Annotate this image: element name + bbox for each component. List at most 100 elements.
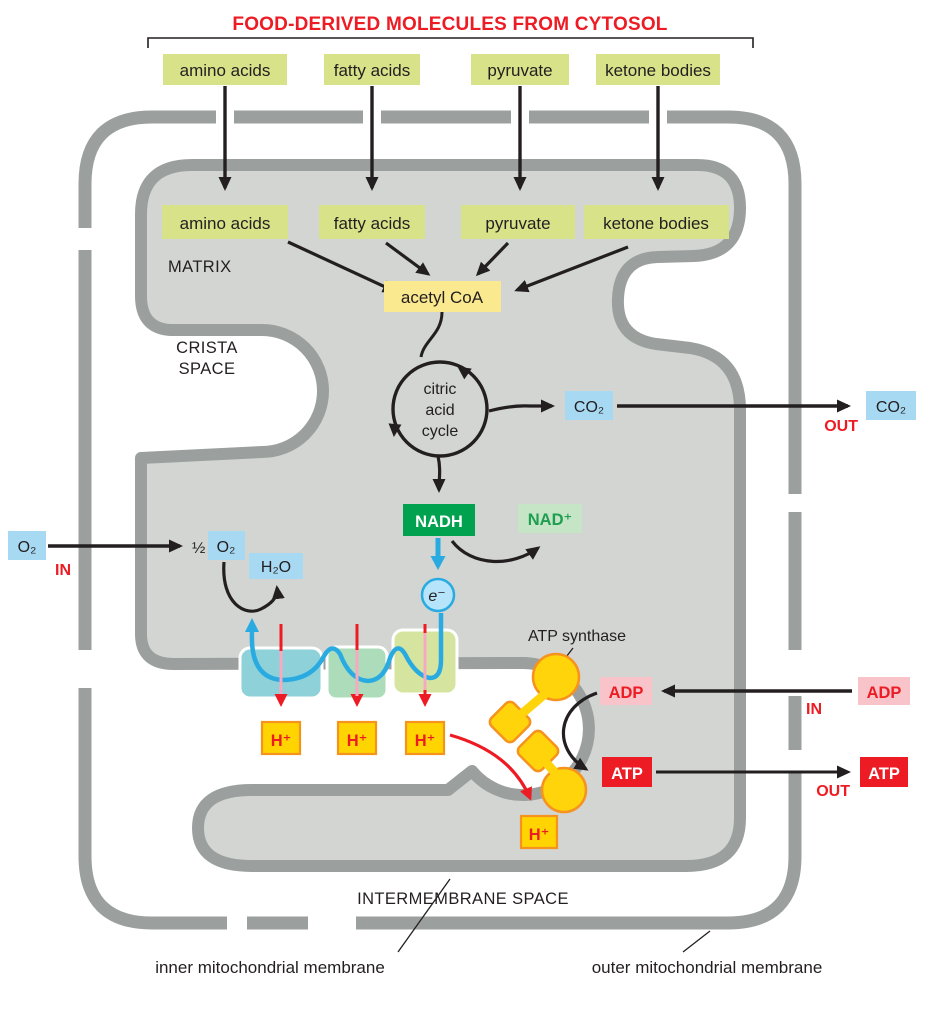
food-import-arrows xyxy=(218,86,665,191)
outer-membrane-gaps xyxy=(72,104,808,936)
synthase-head-lower xyxy=(540,766,588,814)
adp-atp-exchange: ADP IN ADP ATP OUT ATP xyxy=(561,677,910,800)
electron-label: e⁻ xyxy=(428,588,445,605)
matrix-food-boxes: amino acids fatty acids pyruvate ketone … xyxy=(162,205,729,239)
matrix-box-fatty-acids xyxy=(319,205,425,239)
half-o2-prefix: ½ xyxy=(192,540,205,557)
adp-box-matrix xyxy=(600,677,652,705)
nad-plus-box xyxy=(518,504,582,533)
nadh-label: NADH xyxy=(415,513,463,531)
cycle-label-line3: cycle xyxy=(422,423,459,440)
cytosol-box-fatty-acids xyxy=(324,54,420,85)
outer-membrane-leader-line xyxy=(682,930,711,953)
crista-space-label-line2: SPACE xyxy=(179,360,236,378)
cytosol-food-boxes: amino acids fatty acids pyruvate ketone … xyxy=(163,54,720,85)
arrow-fatty-to-acetyl xyxy=(385,241,431,276)
atp-synthase-label: ATP synthase xyxy=(528,628,626,645)
cycle-label-line1: citric xyxy=(424,381,457,398)
crista-space-label-line1: CRISTA xyxy=(176,339,238,357)
acetyl-to-cycle-line xyxy=(419,311,444,358)
arrow-ketone-to-acetyl xyxy=(514,245,629,293)
cycle-to-nadh-arrow xyxy=(432,455,446,493)
cytosol-box-amino-acids xyxy=(163,54,287,85)
water-formation-arrow xyxy=(222,561,285,613)
synthase-stalk-2 xyxy=(538,754,562,780)
oxygen-pathway: O₂ IN ½ O₂ H₂O xyxy=(8,531,303,613)
o2-box-matrix xyxy=(208,531,245,560)
proton-box-4-label: H⁺ xyxy=(529,826,550,844)
proton-boxes xyxy=(260,720,446,756)
h2o-box xyxy=(249,553,303,579)
adp-box-matrix-label: ADP xyxy=(609,684,644,702)
co2-box-matrix xyxy=(565,391,613,420)
proton-box-2 xyxy=(336,720,378,756)
co2-box-cytosol xyxy=(866,391,916,420)
matrix-box-pyruvate-label: pyruvate xyxy=(485,214,550,233)
citric-acid-cycle: citric acid cycle xyxy=(388,311,489,458)
o2-box-cytosol xyxy=(8,531,46,560)
proton-flow-through-synthase xyxy=(449,733,532,801)
arrow-pyruvate-to-acetyl xyxy=(475,241,510,277)
atp-box-matrix-label: ATP xyxy=(611,765,643,783)
in-label-o2: IN xyxy=(55,562,71,579)
outer-mitochondrial-membrane xyxy=(72,104,808,936)
proton-box-3-label: H⁺ xyxy=(415,732,436,750)
bracket xyxy=(147,37,754,48)
outer-membrane-label: outer mitochondrial membrane xyxy=(592,958,823,977)
proton-box-1-label: H⁺ xyxy=(271,732,292,750)
nadh-to-nad-arrow xyxy=(450,539,541,564)
adp-to-atp-arrow xyxy=(561,691,598,771)
cycle-arrowhead-left xyxy=(388,423,402,437)
atp-box-cytosol-label: ATP xyxy=(868,765,900,783)
matrix-box-amino-acids-label: amino acids xyxy=(180,214,271,233)
proton-box-3 xyxy=(404,720,446,756)
electron-icon xyxy=(420,577,456,613)
matrix-box-ketone-bodies-label: ketone bodies xyxy=(603,214,709,233)
co2-box-matrix-label: CO₂ xyxy=(574,399,604,416)
arrow-amino-to-acetyl xyxy=(287,240,397,293)
synthase-head-upper xyxy=(531,652,581,702)
cycle-to-co2-arrow xyxy=(488,399,555,413)
h2o-box-label: H₂O xyxy=(261,559,291,576)
out-label-co2: OUT xyxy=(824,418,858,435)
atp-synthase-stalks xyxy=(513,689,562,780)
intermembrane-space-label: INTERMEMBRANE SPACE xyxy=(357,890,569,908)
proton-pump-arrows xyxy=(274,624,432,707)
adp-box-cytosol-label: ADP xyxy=(867,684,902,702)
atp-box-matrix xyxy=(602,757,652,787)
out-label-atp: OUT xyxy=(816,783,850,800)
matrix-label: MATRIX xyxy=(168,258,232,276)
co2-export-pathway: CO₂ OUT CO₂ xyxy=(488,391,916,435)
page-title: FOOD-DERIVED MOLECULES FROM CYTOSOL xyxy=(232,14,667,35)
inner-membrane-leader-line xyxy=(397,878,451,953)
cytosol-box-pyruvate xyxy=(471,54,569,85)
cycle-arrowhead-top xyxy=(457,366,472,380)
matrix-box-fatty-acids-label: fatty acids xyxy=(334,214,411,233)
proton-box-1 xyxy=(260,720,302,756)
atp-synthase: ATP synthase H⁺ xyxy=(449,628,626,850)
acetyl-coa-convergence-arrows xyxy=(287,240,629,293)
atp-box-cytosol xyxy=(860,757,908,787)
co2-box-cytosol-label: CO₂ xyxy=(876,399,906,416)
nad-plus-label: NAD⁺ xyxy=(528,511,572,529)
cycle-label-line2: acid xyxy=(425,402,454,419)
cytosol-box-fatty-acids-label: fatty acids xyxy=(334,61,411,80)
proton-box-4 xyxy=(519,814,559,850)
o2-box-cytosol-label: O₂ xyxy=(18,539,37,556)
proton-box-2-label: H⁺ xyxy=(347,732,368,750)
in-label-adp: IN xyxy=(806,701,822,718)
cytosol-box-ketone-bodies xyxy=(596,54,720,85)
nadh-pathway: NADH NAD⁺ e⁻ xyxy=(403,455,582,613)
o2-box-matrix-label: O₂ xyxy=(217,539,236,556)
atp-synthase-structure xyxy=(488,652,588,814)
synthase-stalk-1 xyxy=(513,689,550,722)
membrane-annotations: inner mitochondrial membrane outer mitoc… xyxy=(155,878,823,977)
cycle-circle xyxy=(391,360,489,458)
cytosol-box-ketone-bodies-label: ketone bodies xyxy=(605,61,711,80)
inner-membrane-label: inner mitochondrial membrane xyxy=(155,958,385,977)
matrix-box-amino-acids xyxy=(162,205,288,239)
adp-box-cytosol xyxy=(858,677,910,705)
electron-transport-chain: H⁺ H⁺ H⁺ xyxy=(238,613,459,756)
